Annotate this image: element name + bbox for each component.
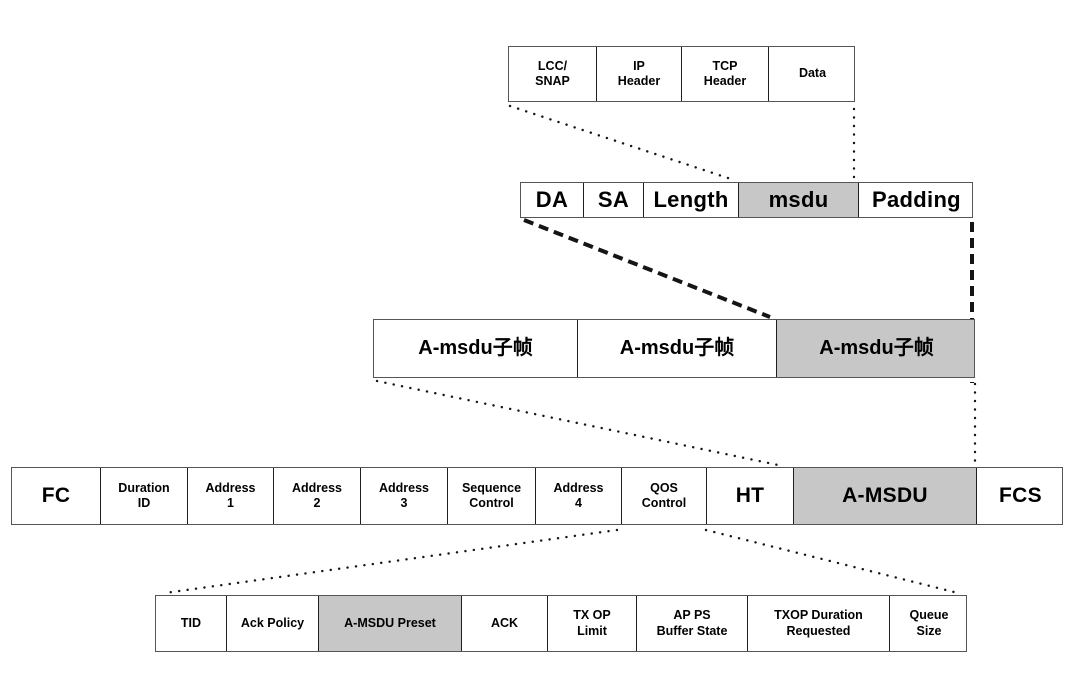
cell-qos-control: QOS Control <box>621 468 706 524</box>
cell-ip-header: IP Header <box>596 47 681 101</box>
row-msdu-payload: LCC/ SNAP IP Header TCP Header Data <box>508 46 855 102</box>
cell-ack: ACK <box>461 596 547 651</box>
cell-ack-policy: Ack Policy <box>226 596 318 651</box>
cell-queue-size: Queue Size <box>889 596 966 651</box>
cell-amsdu-subframe-1: A-msdu子帧 <box>374 320 577 377</box>
cell-length: Length <box>643 183 738 217</box>
connector-aggregate-to-amsdu-left <box>375 379 780 467</box>
cell-address-3: Address 3 <box>360 468 447 524</box>
cell-tx-op-limit: TX OP Limit <box>547 596 636 651</box>
row-amsdu-aggregate: A-msdu子帧 A-msdu子帧 A-msdu子帧 <box>373 319 975 378</box>
cell-sequence-control: Sequence Control <box>447 468 535 524</box>
cell-da: DA <box>521 183 583 217</box>
connector-subframe-to-aggregate-left <box>523 218 771 319</box>
cell-tcp-header: TCP Header <box>681 47 768 101</box>
connector-qos-expand-right <box>704 528 956 594</box>
cell-address-1: Address 1 <box>187 468 273 524</box>
cell-txop-duration-requested: TXOP Duration Requested <box>747 596 889 651</box>
cell-fcs: FCS <box>976 468 1062 524</box>
cell-data: Data <box>768 47 854 101</box>
row-mac-frame: FC Duration ID Address 1 Address 2 Addre… <box>11 467 1063 525</box>
cell-duration-id: Duration ID <box>100 468 187 524</box>
connector-qos-expand-left <box>163 528 619 595</box>
cell-a-msdu-preset: A-MSDU Preset <box>318 596 461 651</box>
cell-msdu: msdu <box>738 183 858 217</box>
cell-address-2: Address 2 <box>273 468 360 524</box>
cell-ap-ps-buffer-state: AP PS Buffer State <box>636 596 747 651</box>
cell-lcc-snap: LCC/ SNAP <box>509 47 596 101</box>
row-qos-subfields: TID Ack Policy A-MSDU Preset ACK TX OP L… <box>155 595 967 652</box>
cell-fc: FC <box>12 468 100 524</box>
cell-sa: SA <box>583 183 643 217</box>
cell-tid: TID <box>156 596 226 651</box>
connector-payload-to-msdu-left <box>508 104 733 181</box>
cell-padding: Padding <box>858 183 972 217</box>
cell-amsdu-subframe-2: A-msdu子帧 <box>577 320 776 377</box>
cell-amsdu-subframe-3: A-msdu子帧 <box>776 320 974 377</box>
cell-ht: HT <box>706 468 793 524</box>
cell-a-msdu: A-MSDU <box>793 468 976 524</box>
cell-address-4: Address 4 <box>535 468 621 524</box>
row-amsdu-subframe-fields: DA SA Length msdu Padding <box>520 182 973 218</box>
